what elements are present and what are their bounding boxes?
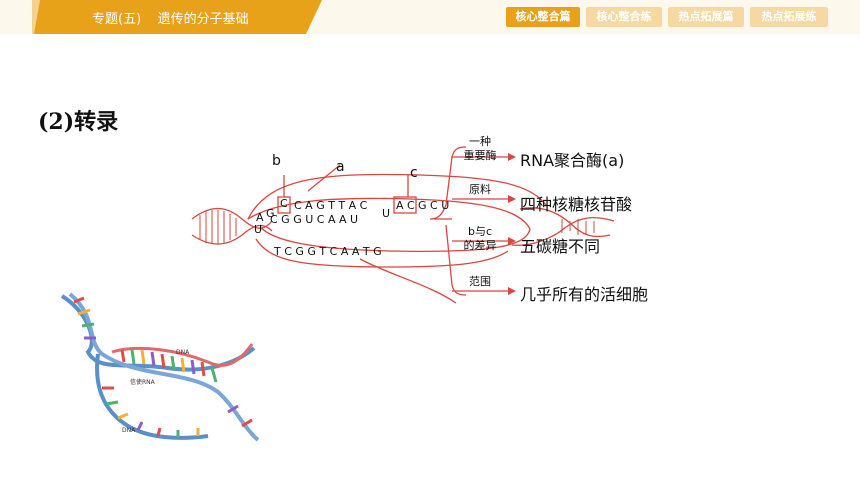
- template-top-strand: C A G T T A C: [294, 199, 368, 212]
- section-title: (2)转录: [38, 109, 119, 135]
- rna-middle-strand: C G G U C A A U: [270, 213, 359, 226]
- transcription-diagram: b a c A G U C C A G T T A C C G G U C A …: [190, 135, 690, 309]
- label-a: a: [336, 159, 345, 175]
- nav-hotspot-practice[interactable]: 热点拓展练: [750, 7, 828, 27]
- nav-core-practice[interactable]: 核心整合练: [586, 7, 662, 27]
- box-c-bases: A C: [396, 199, 415, 212]
- chapter-title-tab: 专题(五) 遗传的分子基础: [32, 0, 332, 34]
- rna-left-3: U: [254, 223, 263, 236]
- nav-core-integration[interactable]: 核心整合篇: [506, 7, 580, 27]
- bottom-strand: T C G G T C A A T G: [274, 245, 382, 258]
- figure-label-dna-bottom: DNA: [122, 427, 136, 434]
- branch-value-enzyme: RNA聚合酶(a): [520, 151, 625, 170]
- nav-hotspot-extension[interactable]: 热点拓展篇: [668, 7, 744, 27]
- tail-c-bases: G C U: [418, 199, 450, 212]
- chapter-title: 专题(五) 遗传的分子基础: [92, 12, 249, 27]
- template-left-base: C: [280, 197, 288, 210]
- transcription-bubble-svg: [191, 146, 615, 304]
- branch-value-difference: 五碳糖不同: [520, 237, 601, 256]
- branch-value-scope: 几乎所有的活细胞: [520, 285, 649, 304]
- figure-label-dna-top: DNA: [176, 349, 190, 356]
- rna-left-1: A: [256, 211, 264, 224]
- rna-right-base: U: [382, 207, 391, 220]
- label-c: c: [410, 165, 418, 181]
- figure-label-mrna: 信使RNA: [130, 378, 156, 386]
- branch-category-difference: b与c 的差异: [463, 225, 497, 252]
- title-tab-shape: [32, 0, 322, 34]
- label-b: b: [272, 153, 281, 169]
- branch-category-scope: 范围: [469, 275, 491, 288]
- dna-transcription-illustration: DNA 信使RNA DNA: [58, 292, 268, 448]
- branch-value-material: 四种核糖核苷酸: [520, 195, 633, 214]
- dna-illustration-svg: DNA 信使RNA DNA: [60, 292, 260, 442]
- branch-category-enzyme: 一种 重要酶: [463, 135, 497, 162]
- rna-left-2: G: [266, 207, 275, 220]
- branch-category-material: 原料: [469, 183, 491, 196]
